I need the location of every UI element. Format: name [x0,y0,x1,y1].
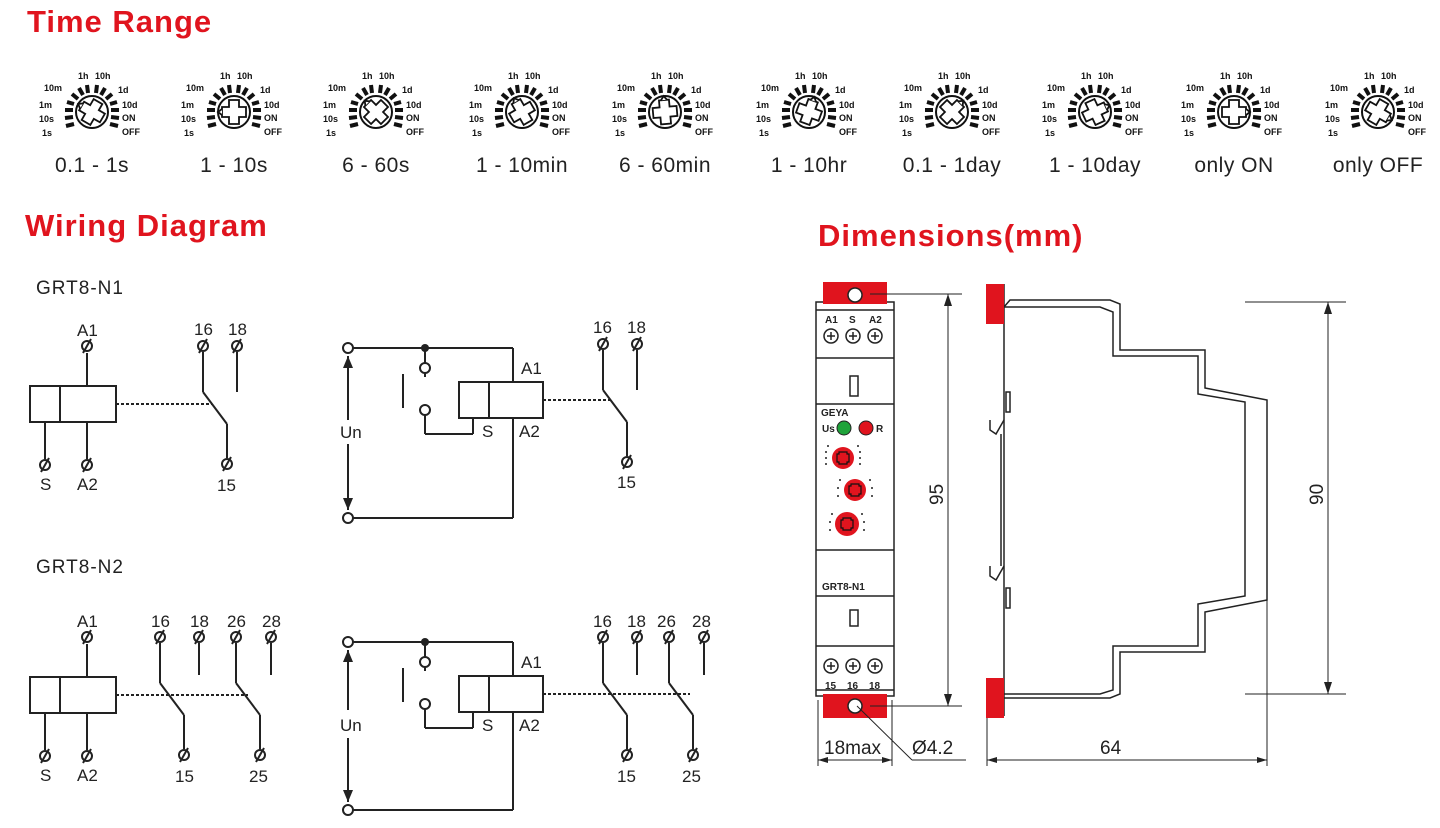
n1-circuit-18-label: 18 [627,318,646,337]
dial-icon [754,69,860,140]
wiring-diagram-title: Wiring Diagram [25,208,268,243]
n2-a1-label: A1 [77,612,98,631]
dim-64-label: 64 [1100,738,1122,759]
side-clip-bottom [986,678,1004,718]
led-r [858,420,874,436]
front-a2-label: A2 [869,315,882,326]
dial-4: 1 - 10min [452,60,592,185]
dim-90-label: 90 [1307,484,1328,505]
n2-18-label: 18 [190,612,209,631]
n1-circuit-16-label: 16 [593,318,612,337]
dial-icon [1179,69,1285,140]
n2-circuit-15-label: 15 [617,767,636,786]
front-16-label: 16 [847,681,859,692]
n1-un-label: Un [340,423,362,442]
dim-hole-label: Ø4.2 [912,738,953,759]
front-a1-label: A1 [825,315,838,326]
n1-a1-label: A1 [77,321,98,340]
dial-3: 6 - 60s [306,60,446,185]
n2-circuit-28-label: 28 [692,612,711,631]
dial-icon [1323,69,1429,140]
dial-caption: 0.1 - 1s [54,154,130,177]
n1-circuit-a2-label: A2 [519,422,540,441]
dial-icon [897,69,1003,140]
dial-icon [179,69,285,140]
dial-caption: 6 - 60s [342,154,410,177]
knob-function [835,512,859,536]
dim-95-label: 95 [927,484,948,505]
dim-18max-label: 18max [824,738,882,759]
n2-circuit-25-label: 25 [682,767,701,786]
front-model-label: GRT8-N1 [822,582,865,593]
n2-16-label: 16 [151,612,170,631]
n2-circuit-18-label: 18 [627,612,646,631]
side-clip-top [986,284,1004,324]
grt8-n1-label: GRT8-N1 [36,278,124,299]
n1-a2-label: A2 [77,475,98,494]
n2-circuit-16-label: 16 [593,612,612,631]
front-s-label: S [849,315,856,326]
dial-8: 1 - 10day [1025,60,1165,185]
n2-circuit-s-label: S [482,716,493,735]
dial-caption: 1 - 10min [475,154,569,177]
dial-caption: 1 - 10hr [770,154,848,177]
time-range-dials: 0.1 - 1s 1 - 10s 6 - 60s 1 - 10min 6 - 6… [0,60,1440,190]
dial-icon [467,69,573,140]
n2-a2-label: A2 [77,766,98,785]
grt8-n2-label: GRT8-N2 [36,557,124,578]
n1-circuit-a1-label: A1 [521,359,542,378]
front-r-label: R [876,424,884,435]
dial-caption: 6 - 60min [618,154,712,177]
n2-28-label: 28 [262,612,281,631]
dial-9: only ON [1164,60,1304,185]
dial-icon [1040,69,1146,140]
led-us [836,420,852,436]
front-us-label: Us [822,424,835,435]
dial-2: 1 - 10s [164,60,304,185]
dimensions-title: Dimensions(mm) [818,218,1084,253]
front-15-label: 15 [825,681,837,692]
n2-25-label: 25 [249,767,268,786]
dial-10: only OFF [1308,60,1440,185]
dial-caption: 1 - 10day [1048,154,1142,177]
n2-26-label: 26 [227,612,246,631]
n2-15-label: 15 [175,767,194,786]
dial-caption: only OFF [1332,154,1424,177]
dial-caption: 1 - 10s [200,154,268,177]
knob-percent [844,479,866,501]
n1-16-label: 16 [194,320,213,339]
dial-icon [37,69,143,140]
dimensions-drawing: A1 S A2 15 16 18 GRT8-N1 GEYA Us R [815,282,1346,766]
front-18-label: 18 [869,681,881,692]
n2-un-label: Un [340,716,362,735]
n2-circuit-a1-label: A1 [521,653,542,672]
dial-1: 0.1 - 1s [22,60,162,185]
knob-time [832,447,854,469]
n2-s-label: S [40,766,51,785]
dial-icon [321,69,427,140]
dial-icon [610,69,716,140]
time-range-title: Time Range [27,4,213,39]
n2-circuit-26-label: 26 [657,612,676,631]
dial-7: 0.1 - 1day [882,60,1022,185]
n1-18-label: 18 [228,320,247,339]
dial-5: 6 - 60min [595,60,735,185]
n1-circuit-15-label: 15 [617,473,636,492]
dial-6: 1 - 10hr [739,60,879,185]
wiring-diagram: A1 16 18 S A2 15 A1 S A2 Un 16 18 15 A1 … [29,318,711,816]
n2-circuit-a2-label: A2 [519,716,540,735]
n1-15-label: 15 [217,476,236,495]
n1-s-label: S [40,475,51,494]
dial-caption: only ON [1194,154,1274,177]
front-brand-label: GEYA [821,408,848,419]
n1-circuit-s-label: S [482,422,493,441]
dial-caption: 0.1 - 1day [902,154,1002,177]
